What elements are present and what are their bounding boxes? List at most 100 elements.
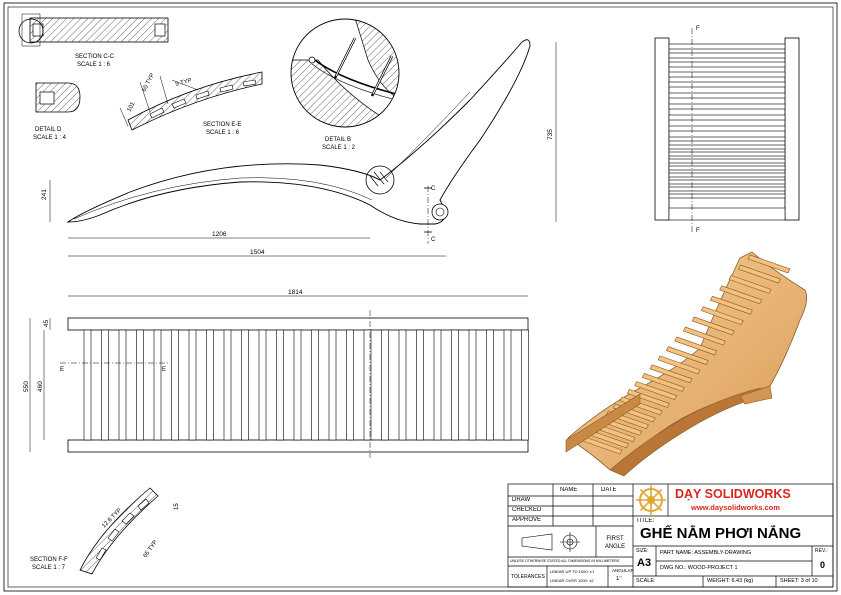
- render-slat: [682, 326, 726, 346]
- render-slat: [719, 285, 763, 305]
- render-slat: [634, 381, 678, 400]
- tb-title-label: TITLE:: [636, 518, 655, 524]
- tb-note: UNLESS OTHERWISE STATED ALL DIMENSIONS I…: [510, 559, 620, 563]
- cut-f-bottom: F: [696, 228, 700, 234]
- top-view-slat: [521, 329, 529, 441]
- tb-tol-linear-2: LINEAR OVER 1000: ±2: [550, 578, 594, 583]
- top-view-slat: [276, 329, 284, 441]
- top-view-slat: [188, 329, 197, 441]
- cut-c-bottom: C: [431, 237, 436, 243]
- section-ee-label: SECTION E-E: [203, 122, 241, 128]
- dim-65typ-f: 65 TYP: [143, 539, 159, 559]
- outer-border: [3, 2, 838, 592]
- top-view-slat: [328, 329, 337, 441]
- inner-border: [7, 6, 834, 588]
- section-ee-view: 65 TYP 9 TYP 101 SECTION E-E SCALE 1 : 6: [119, 71, 263, 136]
- top-view-slat: [398, 329, 407, 441]
- dim-241: 241: [41, 189, 48, 200]
- top-view-slat: [416, 329, 424, 441]
- top-view: E E 1814 45 460 550: [23, 289, 529, 458]
- tb-angular-value: 1°: [616, 576, 622, 582]
- dim-1504: 1504: [250, 249, 265, 256]
- tb-tol-linear-1: LINEAR UP TO 1000: ±1: [550, 569, 595, 574]
- render-slat: [649, 364, 693, 384]
- dim-65typ: 65 TYP: [141, 73, 156, 93]
- tb-weight: WEIGHT: 6.43 (kg): [707, 578, 754, 584]
- top-view-slat: [468, 329, 477, 441]
- top-view-slat: [451, 329, 459, 441]
- title-block: [507, 483, 834, 588]
- render-slat: [674, 336, 718, 356]
- top-view-slat: [136, 329, 144, 441]
- dim-1814: 1814: [288, 289, 303, 296]
- top-view-slat: [503, 329, 512, 441]
- detail-b-label: DETAIL B: [325, 137, 351, 143]
- render-slat: [709, 295, 753, 315]
- detail-d-label: DETAIL D: [35, 127, 62, 133]
- tb-dwg-no: DWG NO.: WOOD-PROJECT 1: [660, 565, 738, 571]
- dim-735: 735: [547, 129, 554, 140]
- tb-projection: FIRST ANGLE: [604, 536, 626, 550]
- top-view-slat: [241, 329, 249, 441]
- top-view-slat: [223, 329, 232, 441]
- cut-e-right: E: [162, 367, 166, 373]
- tb-size-label: SIZE:: [636, 548, 649, 554]
- render-slat: [738, 264, 781, 284]
- top-view-slat: [101, 329, 109, 441]
- detail-d-view: DETAIL D SCALE 1 : 4: [33, 82, 81, 141]
- render-slat: [665, 346, 709, 365]
- cut-e-left: E: [60, 367, 64, 373]
- tb-col-date: DATE: [601, 487, 617, 493]
- top-view-slat: [346, 329, 354, 441]
- tb-website: www.daysolidworks.com: [691, 503, 780, 512]
- section-ee-scale: SCALE 1 : 6: [206, 130, 240, 136]
- section-cc-label: SECTION C-C: [75, 54, 115, 60]
- top-view-slat: [381, 329, 389, 441]
- tb-sheet: SHEET: 3 of 10: [780, 578, 818, 584]
- dim-550: 550: [23, 381, 30, 392]
- isometric-render: [565, 251, 808, 477]
- dim-9typ: 9 TYP: [175, 78, 193, 88]
- top-view-slat: [206, 329, 214, 441]
- section-cc-view: SECTION C-C SCALE 1 : 6: [18, 13, 169, 68]
- detail-b-scale: SCALE 1 : 2: [322, 145, 356, 151]
- tb-col-name: NAME: [560, 487, 578, 493]
- render-slat: [728, 275, 772, 294]
- render-slat: [641, 373, 685, 392]
- dim-45: 45: [43, 319, 50, 327]
- tb-scale-label: SCALE:: [636, 578, 656, 584]
- tb-rev-label: REV.:: [815, 548, 828, 554]
- top-view-slat: [363, 329, 372, 441]
- dim-460: 460: [37, 381, 44, 392]
- first-angle-symbol-icon: [521, 532, 580, 552]
- tb-row-draw: DRAW: [512, 497, 531, 503]
- tb-angular-label: ANGULAR: [612, 568, 634, 573]
- render-slat: [626, 389, 670, 408]
- tb-tolerances: TOLERANCES: [511, 574, 545, 580]
- top-view-slat: [83, 329, 92, 441]
- top-view-slat: [153, 329, 162, 441]
- render-slat: [747, 254, 791, 274]
- top-view-slat: [486, 329, 494, 441]
- tb-size: A3: [637, 557, 652, 569]
- dim-101: 101: [126, 101, 136, 113]
- front-view: F F: [654, 26, 800, 234]
- tb-row-checked: CHECKED: [512, 507, 542, 513]
- section-cc-scale: SCALE 1 : 6: [77, 62, 111, 68]
- render-slat: [700, 306, 744, 325]
- tb-company: DẠY SOLIDWORKS: [675, 487, 791, 501]
- detail-d-scale: SCALE 1 : 4: [33, 135, 67, 141]
- top-view-slat: [433, 329, 442, 441]
- tb-row-approve: APPROVE: [512, 517, 542, 523]
- tb-part-name: PART NAME: ASSEMBLY-DRAWING: [660, 550, 752, 556]
- dim-15: 15: [174, 503, 180, 510]
- render-slat: [657, 355, 701, 375]
- section-ff-scale: SCALE 1 : 7: [32, 565, 66, 571]
- section-ff-view: 12.6 TYP 65 TYP 15 SECTION F-F SCALE 1 :…: [30, 487, 180, 575]
- top-view-slat: [118, 329, 127, 441]
- cut-c-top: C: [431, 186, 436, 192]
- detail-b-view: DETAIL B SCALE 1 : 2: [290, 18, 400, 151]
- top-view-slat: [293, 329, 302, 441]
- render-slat: [691, 316, 735, 336]
